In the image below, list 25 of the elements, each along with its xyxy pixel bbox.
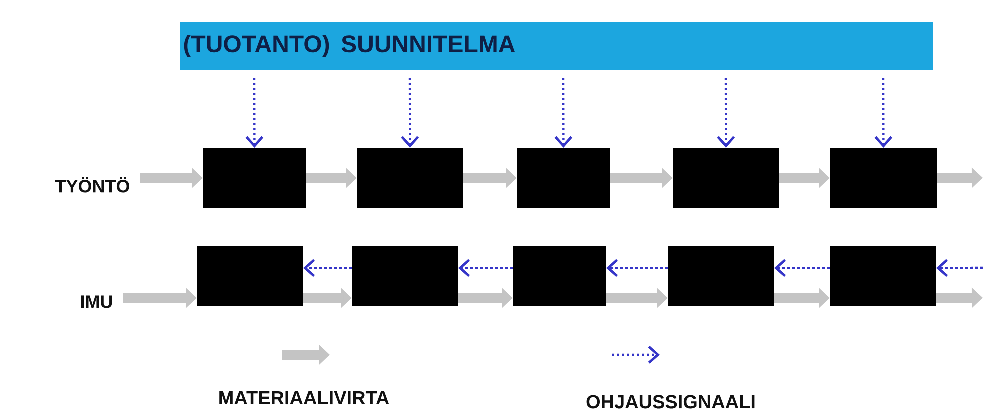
control-signal-arrow: [936, 259, 983, 278]
redacted-box: [673, 148, 780, 208]
control-signal-arrow: [246, 78, 264, 148]
control-signal-arrow: [874, 78, 893, 148]
redacted-box: [203, 148, 306, 208]
control-signal-arrow: [717, 78, 736, 148]
redacted-box: [197, 246, 304, 306]
row-label: IMU: [81, 296, 112, 308]
control-signal-arrow: [401, 78, 420, 148]
control-signal-arrow: [554, 78, 573, 148]
control-signal-arrow: [774, 259, 830, 278]
redacted-box: [513, 246, 606, 306]
control-signal-arrow: [458, 259, 513, 278]
redacted-box: [830, 246, 936, 306]
redacted-box: [668, 246, 774, 306]
control-signal-arrow: [606, 259, 668, 278]
plan-banner: (TUOTANTO) SUUNNITELMA: [180, 22, 934, 70]
redacted-box: [517, 148, 610, 208]
redacted-box: [357, 148, 464, 208]
legend-label: OHJAUSSIGNAALI: [586, 395, 755, 409]
redacted-box: [830, 148, 938, 208]
row-label: TYÖNTÖ: [55, 177, 130, 193]
control-signal-arrow: [303, 259, 352, 278]
legend-label: MATERIAALIVIRTA: [220, 391, 390, 405]
redacted-box: [352, 246, 458, 306]
